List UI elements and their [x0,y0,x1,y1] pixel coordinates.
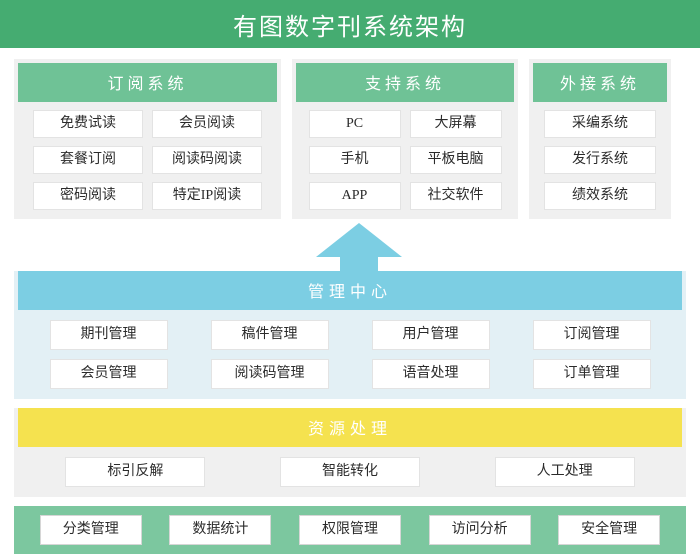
tile-access-analysis[interactable]: 访问分析 [428,515,531,545]
tile-reading-code-read[interactable]: 阅读码阅读 [152,146,262,174]
bottom-cell: 访问分析 [415,515,545,545]
tile-package-subscribe[interactable]: 套餐订阅 [33,146,143,174]
mgmt-cell: 阅读码管理 [189,359,350,389]
tile-app[interactable]: APP [308,182,401,210]
panel-support-system-title: 支持系统 [296,63,514,102]
arrow-connector-region [14,219,686,271]
panel-external-system: 外接系统 采编系统 发行系统 绩效系统 [529,59,671,219]
management-center-items: 期刊管理 稿件管理 用户管理 订阅管理 会员管理 阅读码管理 语音处理 订单管理 [14,310,686,389]
tile-security-management[interactable]: 安全管理 [558,515,661,545]
mgmt-cell: 语音处理 [350,359,511,389]
tile-free-trial-read[interactable]: 免费试读 [33,110,143,138]
bottom-cell: 权限管理 [285,515,415,545]
tile-large-screen[interactable]: 大屏幕 [409,110,502,138]
tile-subscription-management[interactable]: 订阅管理 [532,320,651,350]
tile-journal-management[interactable]: 期刊管理 [49,320,168,350]
res-cell: 标引反解 [28,457,243,487]
panel-subscription-system: 订阅系统 免费试读 会员阅读 套餐订阅 阅读码阅读 密码阅读 特定IP阅读 [14,59,281,219]
tile-performance-system[interactable]: 绩效系统 [544,182,656,210]
res-cell: 人工处理 [457,457,672,487]
diagram-stage: 订阅系统 免费试读 会员阅读 套餐订阅 阅读码阅读 密码阅读 特定IP阅读 支持… [0,59,700,554]
resource-processing-panel: 资源处理 标引反解 智能转化 人工处理 [14,408,686,497]
tile-pc[interactable]: PC [308,110,401,138]
mgmt-cell: 期刊管理 [28,320,189,350]
tile-member-read[interactable]: 会员阅读 [152,110,262,138]
bottom-cell: 分类管理 [26,515,156,545]
tile-password-read[interactable]: 密码阅读 [33,182,143,210]
tile-tablet[interactable]: 平板电脑 [409,146,502,174]
panel-external-system-items: 采编系统 发行系统 绩效系统 [529,102,671,219]
panel-subscription-system-items: 免费试读 会员阅读 套餐订阅 阅读码阅读 密码阅读 特定IP阅读 [14,102,281,219]
res-cell: 智能转化 [243,457,458,487]
tile-user-management[interactable]: 用户管理 [371,320,490,350]
management-center-panel: 管理中心 期刊管理 稿件管理 用户管理 订阅管理 会员管理 阅读码管理 语音处理… [14,271,686,399]
top-systems-row: 订阅系统 免费试读 会员阅读 套餐订阅 阅读码阅读 密码阅读 特定IP阅读 支持… [14,59,686,219]
tile-editing-system[interactable]: 采编系统 [544,110,656,138]
panel-support-system: 支持系统 PC 大屏幕 手机 平板电脑 APP 社交软件 [292,59,518,219]
resource-processing-title: 资源处理 [18,408,682,447]
tile-reading-code-management[interactable]: 阅读码管理 [210,359,329,389]
tile-manual-processing[interactable]: 人工处理 [494,457,635,487]
tile-voice-processing[interactable]: 语音处理 [371,359,490,389]
foundation-services-bar: 分类管理 数据统计 权限管理 访问分析 安全管理 [14,506,686,554]
management-center-title: 管理中心 [18,271,682,310]
mgmt-cell: 会员管理 [28,359,189,389]
tile-category-management[interactable]: 分类管理 [39,515,142,545]
resource-processing-items: 标引反解 智能转化 人工处理 [14,447,686,487]
tile-order-management[interactable]: 订单管理 [532,359,651,389]
mgmt-cell: 订单管理 [511,359,672,389]
panel-support-system-items: PC 大屏幕 手机 平板电脑 APP 社交软件 [292,102,518,219]
tile-mobile-phone[interactable]: 手机 [308,146,401,174]
arrow-up-icon [316,223,402,271]
tile-index-decoding[interactable]: 标引反解 [65,457,206,487]
tile-specific-ip-read[interactable]: 特定IP阅读 [152,182,262,210]
tile-intelligent-conversion[interactable]: 智能转化 [279,457,420,487]
tile-data-statistics[interactable]: 数据统计 [169,515,272,545]
page-title: 有图数字刊系统架构 [233,14,467,41]
mgmt-cell: 用户管理 [350,320,511,350]
tile-permission-management[interactable]: 权限管理 [298,515,401,545]
panel-external-system-title: 外接系统 [533,63,667,102]
tile-manuscript-management[interactable]: 稿件管理 [210,320,329,350]
bottom-cell: 数据统计 [156,515,286,545]
tile-member-management[interactable]: 会员管理 [49,359,168,389]
tile-distribution-system[interactable]: 发行系统 [544,146,656,174]
tile-social-software[interactable]: 社交软件 [409,182,502,210]
mgmt-cell: 稿件管理 [189,320,350,350]
mgmt-cell: 订阅管理 [511,320,672,350]
panel-subscription-system-title: 订阅系统 [18,63,277,102]
bottom-cell: 安全管理 [544,515,674,545]
page-title-bar: 有图数字刊系统架构 [0,0,700,48]
